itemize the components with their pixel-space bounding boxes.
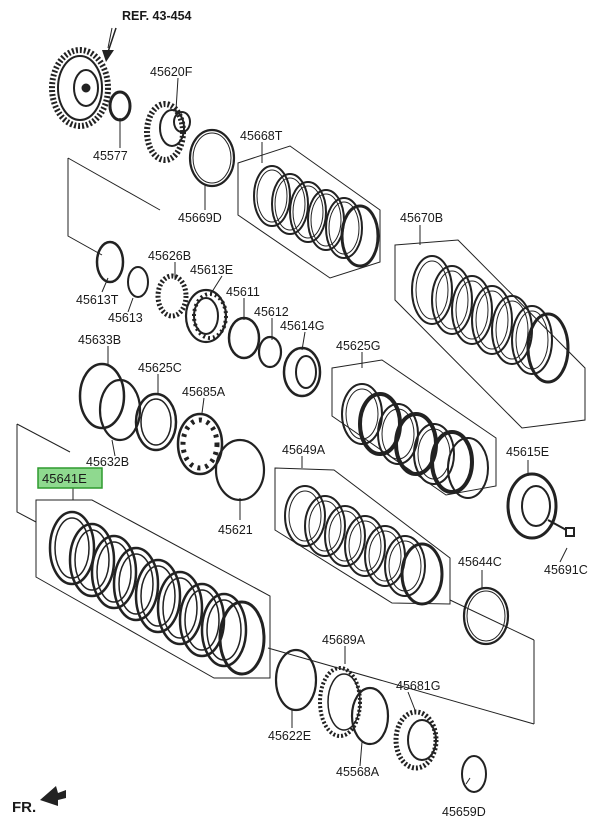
part-45625c bbox=[134, 392, 178, 452]
shaft-line-right-diag bbox=[449, 599, 535, 641]
label-45644c[interactable]: 45644C bbox=[458, 555, 502, 569]
label-45622e[interactable]: 45622E bbox=[268, 729, 311, 743]
parts bbox=[48, 47, 575, 793]
part-45577 bbox=[108, 90, 132, 122]
front-arrow-icon bbox=[40, 786, 66, 806]
shaft-line-left bbox=[16, 424, 37, 523]
part-45633b bbox=[78, 362, 126, 430]
label-45568a[interactable]: 45568A bbox=[336, 765, 380, 779]
group-box-45668t bbox=[237, 145, 381, 279]
shaft-line-left-top bbox=[16, 423, 71, 453]
label-45668t[interactable]: 45668T bbox=[240, 129, 283, 143]
label-45689a[interactable]: 45689A bbox=[322, 633, 366, 647]
part-45620f bbox=[144, 101, 191, 163]
part-45681g bbox=[393, 709, 439, 771]
label-45685a[interactable]: 45685A bbox=[182, 385, 226, 399]
label-45625g[interactable]: 45625G bbox=[336, 339, 380, 353]
group-box-45649a bbox=[274, 467, 451, 605]
label-45612[interactable]: 45612 bbox=[254, 305, 289, 319]
part-45685a bbox=[176, 412, 224, 476]
part-45611 bbox=[227, 316, 261, 360]
part-45625g-discs bbox=[341, 383, 489, 499]
label-45613e[interactable]: 45613E bbox=[190, 263, 233, 277]
part-45614g bbox=[282, 346, 322, 398]
label-45625c[interactable]: 45625C bbox=[138, 361, 182, 375]
ref-arrow bbox=[102, 27, 117, 62]
part-45615e bbox=[506, 472, 558, 540]
label-45659d[interactable]: 45659D bbox=[442, 805, 486, 819]
part-45689a bbox=[318, 666, 362, 738]
part-45622e bbox=[274, 648, 318, 712]
group-box-45625g bbox=[331, 359, 497, 496]
part-45612 bbox=[257, 335, 283, 369]
part-45668t-discs bbox=[253, 165, 380, 268]
shaft-line-upper bbox=[67, 158, 103, 256]
leader-lines bbox=[72, 27, 568, 785]
part-45632b bbox=[98, 378, 142, 442]
group-box-45670b bbox=[394, 239, 586, 429]
label-45670b[interactable]: 45670B bbox=[400, 211, 443, 225]
part-45613t bbox=[95, 240, 125, 284]
label-45615e[interactable]: 45615E bbox=[506, 445, 549, 459]
part-45644c bbox=[462, 586, 510, 646]
part-45641e-discs bbox=[48, 510, 266, 676]
label-45577[interactable]: 45577 bbox=[93, 149, 128, 163]
part-45670b-discs bbox=[411, 255, 570, 384]
part-45568a bbox=[350, 686, 390, 746]
part-45621 bbox=[214, 438, 266, 502]
front-label: FR. bbox=[12, 799, 36, 816]
label-45613[interactable]: 45613 bbox=[108, 311, 143, 325]
part-45691c bbox=[547, 519, 575, 537]
shaft-line-upper-top bbox=[67, 157, 161, 211]
group-box-45641e bbox=[35, 499, 271, 679]
label-45641e[interactable]: 45641E bbox=[42, 471, 87, 486]
part-45649a-discs bbox=[284, 485, 444, 606]
label-45611[interactable]: 45611 bbox=[226, 285, 260, 299]
label-45614g[interactable]: 45614G bbox=[280, 319, 324, 333]
part-45669d bbox=[188, 128, 236, 188]
label-45620f[interactable]: 45620F bbox=[150, 65, 193, 79]
front-indicator: FR. bbox=[12, 786, 66, 816]
label-45626b[interactable]: 45626B bbox=[148, 249, 191, 263]
label-45681g[interactable]: 45681G bbox=[396, 679, 440, 693]
ref-label: REF. 43-454 bbox=[122, 9, 192, 23]
part-labels: REF. 43-454 45620F 45577 45669D 45668T 4… bbox=[42, 9, 588, 819]
label-45632b[interactable]: 45632B bbox=[86, 455, 129, 469]
part-45613e bbox=[184, 288, 228, 344]
part-45613 bbox=[127, 266, 149, 298]
ref-gear-assembly bbox=[49, 47, 111, 129]
part-45626b bbox=[155, 273, 189, 319]
label-45633b[interactable]: 45633B bbox=[78, 333, 121, 347]
label-45691c[interactable]: 45691C bbox=[544, 563, 588, 577]
part-45659d bbox=[461, 755, 487, 793]
label-45669d[interactable]: 45669D bbox=[178, 211, 222, 225]
label-45621[interactable]: 45621 bbox=[218, 523, 253, 537]
label-45649a[interactable]: 45649A bbox=[282, 443, 326, 457]
highlight-box-45641e bbox=[37, 467, 103, 489]
label-45613t[interactable]: 45613T bbox=[76, 293, 119, 307]
